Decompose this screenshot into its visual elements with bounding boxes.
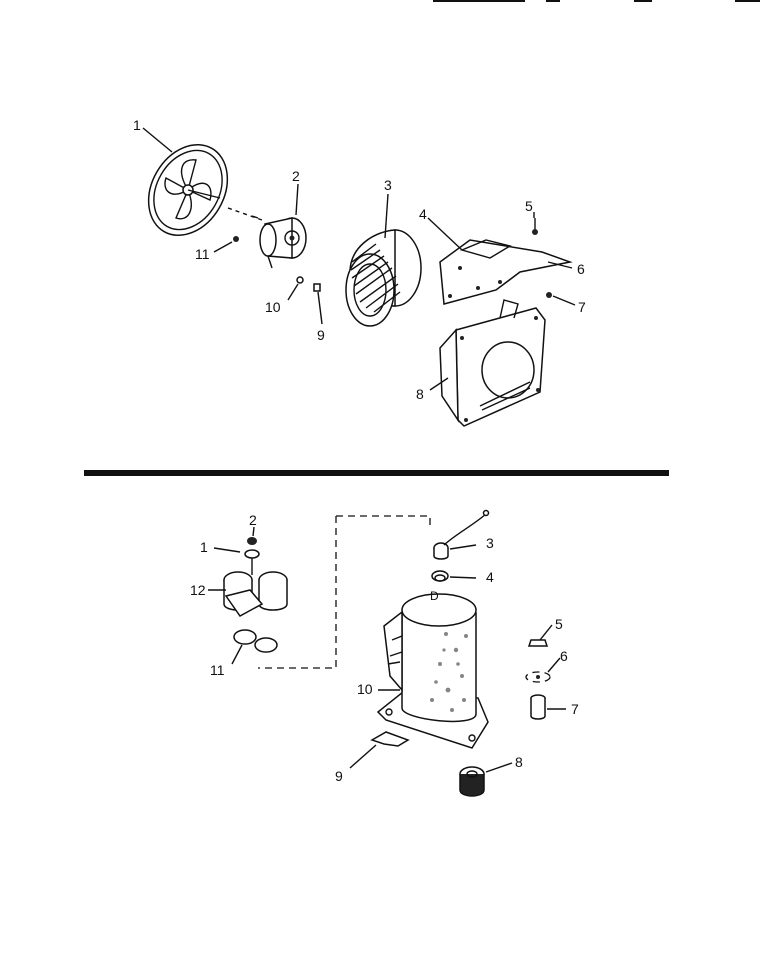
callout-3: 3 <box>486 535 494 551</box>
callout-3: 3 <box>384 177 392 193</box>
terminal-cover <box>433 509 490 560</box>
compressor-sleeve <box>530 694 546 720</box>
washer-dashed <box>525 671 551 683</box>
callout-11: 11 <box>195 246 210 262</box>
callout-1: 1 <box>133 117 141 133</box>
callout-12: 12 <box>190 582 206 598</box>
washer-top <box>244 537 260 559</box>
callout-11: 11 <box>210 662 225 678</box>
gasket <box>233 629 278 653</box>
mounting-bracket <box>439 239 573 305</box>
washer <box>296 276 304 284</box>
callout-2: 2 <box>292 168 300 184</box>
dashed-connector <box>258 515 431 669</box>
callout-9: 9 <box>335 768 343 784</box>
callout-7: 7 <box>571 701 579 717</box>
compressor: D <box>376 589 489 749</box>
callout-4: 4 <box>486 569 494 585</box>
callout-1: 1 <box>200 539 208 555</box>
blower-wheel <box>345 229 422 327</box>
callout-6: 6 <box>577 261 585 277</box>
callout-9: 9 <box>317 327 325 343</box>
callout-10: 10 <box>265 299 281 315</box>
compressor-grommet <box>459 766 485 797</box>
compressor-nut <box>527 639 549 647</box>
fan-blade <box>147 143 229 237</box>
callout-5: 5 <box>555 616 563 632</box>
fan-motor <box>227 207 307 269</box>
upper-leaders <box>142 127 576 391</box>
callout-5: 5 <box>525 198 533 214</box>
callout-6: 6 <box>560 648 568 664</box>
upper-assembly: 1 2 3 4 5 6 7 8 9 10 11 <box>133 117 586 427</box>
callout-8: 8 <box>416 386 424 402</box>
section-divider <box>84 470 669 476</box>
fan-nut <box>233 236 239 242</box>
terminal-gasket <box>431 570 449 582</box>
screw <box>532 218 538 235</box>
clip <box>313 283 321 292</box>
mounting-grommet <box>223 558 288 617</box>
callout-7: 7 <box>578 299 586 315</box>
callout-4: 4 <box>419 206 427 222</box>
lower-assembly: D <box>190 509 579 797</box>
nut <box>546 292 552 298</box>
compressor-bracket <box>370 731 410 747</box>
lower-leaders <box>208 526 566 773</box>
callout-2: 2 <box>249 512 257 528</box>
svg-text:D: D <box>430 589 439 603</box>
callout-8: 8 <box>515 754 523 770</box>
callout-10: 10 <box>357 681 373 697</box>
blower-housing <box>439 299 546 427</box>
